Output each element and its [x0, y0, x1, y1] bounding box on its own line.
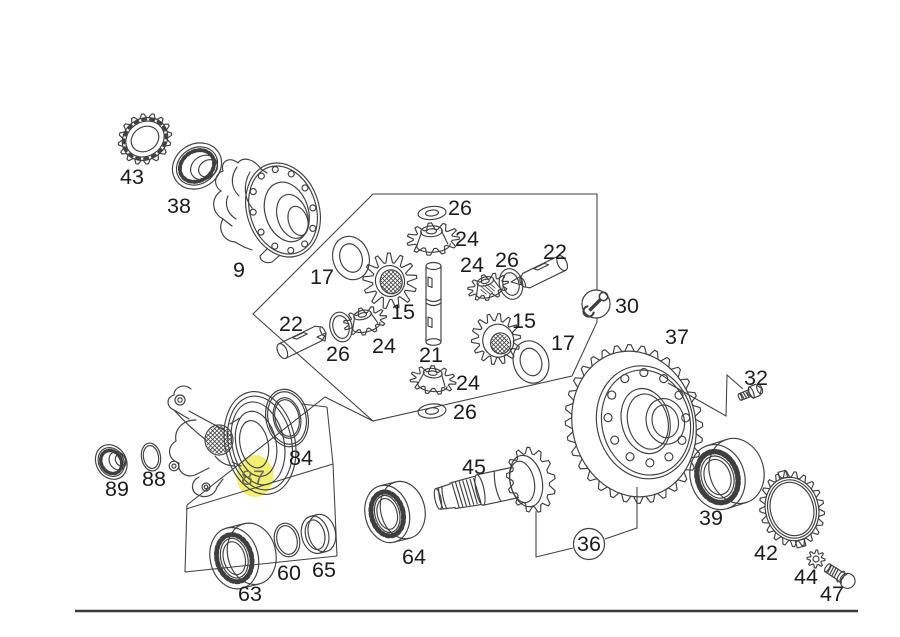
- callout-c17r[interactable]: 17: [551, 331, 575, 355]
- parts-line-art: [94, 113, 856, 590]
- callout-c26t[interactable]: 26: [448, 196, 472, 220]
- callout-c15l[interactable]: 15: [391, 300, 415, 324]
- part-45-drive-pinion-shaft: [433, 466, 520, 510]
- part-43-bearing-race: [117, 113, 173, 165]
- callout-c39[interactable]: 39: [699, 506, 723, 530]
- leader-line-32: [667, 373, 744, 417]
- part-9-differential-housing: [213, 158, 321, 264]
- part-89-tapered-bearing: [94, 444, 128, 480]
- part-26-washer: [417, 205, 447, 221]
- callout-c22r[interactable]: 22: [543, 240, 567, 264]
- callout-c36[interactable]: 36: [577, 532, 601, 556]
- part-42-threaded-lock-ring: [759, 469, 826, 549]
- callout-layer: 43 38 9 17 26 24 15 24 26 22 21 24 26 22 15 17 24 26 30 37 3…: [105, 165, 844, 606]
- part-24-bevel-gear: [409, 365, 457, 395]
- part-88-o-ring: [140, 442, 162, 472]
- grouping-box-outline: [184, 396, 374, 573]
- callout-c44[interactable]: 44: [794, 565, 818, 589]
- part-60-snap-ring: [273, 522, 301, 558]
- set-36-bracket-lines: [535, 487, 638, 558]
- callout-c87[interactable]: 87: [241, 466, 265, 490]
- part-44-star-lock-washer: [806, 549, 826, 569]
- callout-c22l[interactable]: 22: [279, 312, 303, 336]
- part-22-lock-wedge: [510, 275, 523, 286]
- callout-c38[interactable]: 38: [167, 194, 191, 218]
- wrench-icon: [582, 291, 609, 318]
- callout-c64[interactable]: 64: [402, 545, 426, 569]
- part-22-differential-pin: [519, 255, 569, 289]
- part-24-bevel-gear: [467, 272, 509, 302]
- part-17-thrust-washer: [332, 235, 370, 281]
- part-39-roller-bearing: [689, 437, 765, 511]
- part-26-washer: [329, 311, 353, 343]
- callout-circle-36[interactable]: [572, 527, 606, 561]
- part-47-bolt: [823, 563, 856, 589]
- callout-c42[interactable]: 42: [754, 541, 778, 565]
- callout-c60[interactable]: 60: [277, 561, 301, 585]
- callout-c43[interactable]: 43: [120, 165, 144, 189]
- part-15-side-gear: [470, 313, 522, 365]
- callout-c45[interactable]: 45: [462, 455, 486, 479]
- part-84-seal-ring: [265, 388, 309, 448]
- callout-c26b[interactable]: 26: [453, 400, 477, 424]
- part-21-differential-shaft: [425, 261, 442, 346]
- construction-lines: [75, 193, 858, 613]
- part-63-roller-bearing: [209, 522, 277, 590]
- part-17-thrust-washer: [512, 340, 550, 384]
- part-65-spacer-ring: [300, 513, 337, 555]
- callout-c26r[interactable]: 26: [495, 248, 519, 272]
- part-45-drive-pinion-gear: [505, 446, 556, 513]
- part-37-crown-wheel: [564, 344, 704, 504]
- callout-c32[interactable]: 32: [744, 366, 768, 390]
- part-24-bevel-gear: [343, 306, 388, 336]
- callout-c24t[interactable]: 24: [455, 227, 479, 251]
- callout-c63[interactable]: 63: [238, 582, 262, 606]
- callout-c21[interactable]: 21: [419, 343, 443, 367]
- part-87-differential-carrier: [167, 385, 297, 498]
- callout-c88[interactable]: 88: [142, 467, 166, 491]
- callout-c17l[interactable]: 17: [310, 265, 334, 289]
- part-22-lock-wedge: [316, 332, 327, 342]
- part-64-roller-bearing: [364, 480, 426, 544]
- part-15-side-gear: [362, 252, 418, 310]
- callout-c65[interactable]: 65: [312, 558, 336, 582]
- part-24-bevel-gear: [406, 222, 460, 256]
- callout-c89[interactable]: 89: [105, 477, 129, 501]
- part-26-washer: [417, 403, 447, 419]
- callout-c24b[interactable]: 24: [456, 371, 480, 395]
- callout-c47[interactable]: 47: [820, 582, 844, 606]
- callout-c26l[interactable]: 26: [326, 342, 350, 366]
- callout-c37[interactable]: 37: [665, 325, 689, 349]
- callout-c9[interactable]: 9: [233, 258, 245, 282]
- callout-c15r[interactable]: 15: [512, 309, 536, 333]
- part-32-bolt: [737, 383, 764, 401]
- callout-c24r[interactable]: 24: [460, 253, 484, 277]
- callout-c84[interactable]: 84: [289, 446, 313, 470]
- callout-c30[interactable]: 30: [615, 294, 639, 318]
- housing-flange: [245, 162, 321, 258]
- detail-hexagon-outline: [252, 193, 598, 422]
- part-38-tapered-roller-bearing: [171, 142, 223, 190]
- callout-c24l[interactable]: 24: [372, 334, 396, 358]
